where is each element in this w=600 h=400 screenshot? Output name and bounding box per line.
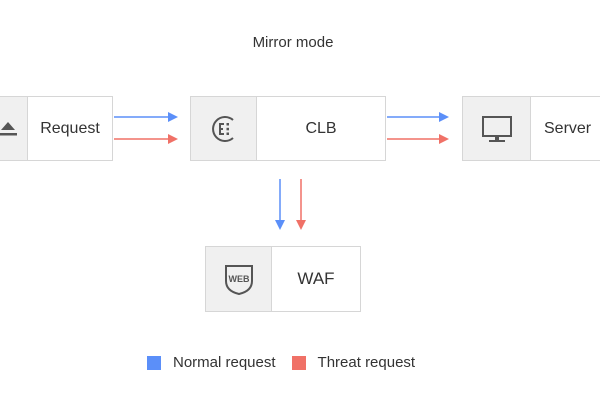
clb-node: CLB — [190, 96, 386, 161]
waf-icon-cell: WEB — [206, 247, 272, 311]
clb-label: CLB — [305, 119, 337, 137]
legend-item-threat: Threat request — [291, 354, 416, 371]
clb-icon — [211, 115, 234, 142]
arrow-clb-waf-normal — [275, 179, 285, 230]
svg-text:WEB: WEB — [228, 274, 249, 284]
web-shield-icon: WEB — [224, 265, 253, 296]
diagram-title: Mirror mode — [252, 34, 334, 51]
clb-icon-cell — [191, 97, 257, 160]
waf-label: WAF — [297, 269, 335, 288]
request-icon-cell — [0, 97, 28, 160]
upload-icon — [0, 121, 17, 135]
waf-node: WEB WAF — [205, 246, 361, 312]
legend: Normal request Threat request — [147, 354, 431, 371]
server-node: Server — [462, 96, 600, 161]
arrow-clb-waf-threat — [296, 179, 306, 230]
arrow-clb-server-threat — [387, 134, 449, 144]
arrow-request-clb-normal — [114, 112, 178, 122]
legend-swatch-threat — [291, 355, 306, 370]
server-label: Server — [544, 119, 592, 137]
monitor-icon — [481, 115, 512, 142]
legend-swatch-normal — [147, 355, 161, 370]
request-node: Request — [0, 96, 113, 161]
arrow-request-clb-threat — [114, 134, 178, 144]
legend-item-normal: Normal request — [147, 354, 276, 371]
legend-label-normal: Normal request — [173, 354, 276, 371]
request-label: Request — [40, 119, 100, 137]
legend-label-threat: Threat request — [317, 354, 416, 371]
arrow-clb-server-normal — [387, 112, 449, 122]
server-icon-cell — [463, 97, 531, 160]
